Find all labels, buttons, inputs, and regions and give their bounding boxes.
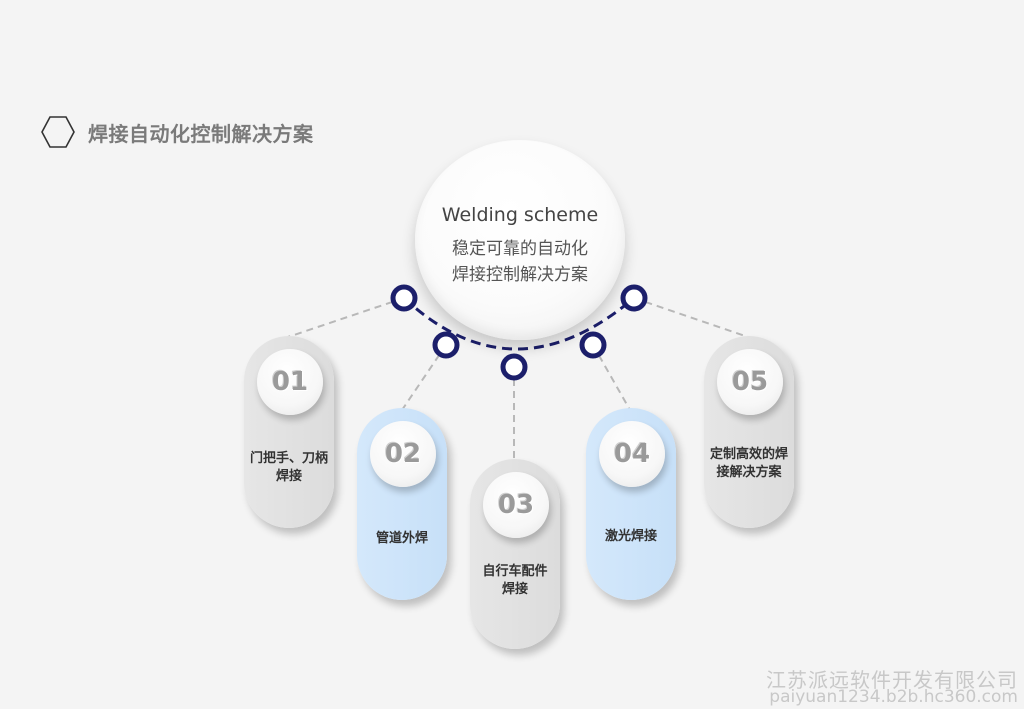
arc-node-01: [390, 284, 418, 312]
step-pillar-02: 02 管道外焊: [357, 408, 447, 600]
step-label: 定制高效的焊 接解决方案: [704, 446, 794, 482]
step-number-badge: 03: [483, 472, 549, 538]
step-number: 02: [384, 439, 422, 469]
step-label-line1: 激光焊接: [604, 529, 657, 544]
step-pillar-04: 04 激光焊接: [586, 408, 676, 600]
hub-title-cn: 稳定可靠的自动化 焊接控制解决方案: [415, 236, 625, 288]
arc-node-03: [500, 353, 528, 381]
step-label: 激光焊接: [586, 528, 676, 546]
arc-node-04: [579, 331, 607, 359]
step-label: 自行车配件 焊接: [470, 563, 560, 599]
hub-title-en: Welding scheme: [441, 204, 599, 226]
watermark-company: 江苏派远软件开发有限公司: [766, 668, 1018, 692]
step-label-line1: 门把手、刀柄: [249, 451, 328, 466]
hub-circle: Welding scheme 稳定可靠的自动化 焊接控制解决方案: [415, 140, 625, 340]
step-label-line1: 定制高效的焊: [709, 447, 788, 462]
step-number: 05: [731, 367, 769, 397]
step-label-line1: 管道外焊: [375, 531, 428, 546]
link-01: [287, 297, 405, 338]
step-label-line2: 接解决方案: [716, 465, 782, 480]
link-05: [633, 297, 749, 338]
arc-node-02: [432, 331, 460, 359]
step-pillar-01: 01 门把手、刀柄 焊接: [244, 336, 334, 528]
step-number: 04: [613, 439, 651, 469]
step-label-line2: 焊接: [275, 469, 302, 484]
step-number: 03: [497, 490, 535, 520]
step-label: 门把手、刀柄 焊接: [244, 450, 334, 486]
step-number: 01: [271, 367, 309, 397]
hub-title-cn-line1: 稳定可靠的自动化: [452, 239, 588, 259]
step-pillar-05: 05 定制高效的焊 接解决方案: [704, 336, 794, 528]
step-pillar-03: 03 自行车配件 焊接: [470, 459, 560, 649]
step-label-line1: 自行车配件: [482, 564, 548, 579]
step-number-badge: 04: [599, 421, 665, 487]
step-number-badge: 01: [257, 349, 323, 415]
arc-node-05: [620, 284, 648, 312]
hub-title-cn-line2: 焊接控制解决方案: [452, 265, 588, 285]
section-title: 焊接自动化控制解决方案: [88, 121, 314, 146]
step-label: 管道外焊: [357, 530, 447, 548]
section-header: 焊接自动化控制解决方案: [40, 114, 314, 150]
step-number-badge: 05: [717, 349, 783, 415]
link-02: [401, 344, 447, 411]
watermark-url: paiyuan1234.b2b.hc360.com: [769, 687, 1018, 707]
hexagon-icon: [41, 116, 75, 148]
step-label-line2: 焊接: [501, 582, 528, 597]
step-number-badge: 02: [370, 421, 436, 487]
link-04: [592, 344, 631, 411]
